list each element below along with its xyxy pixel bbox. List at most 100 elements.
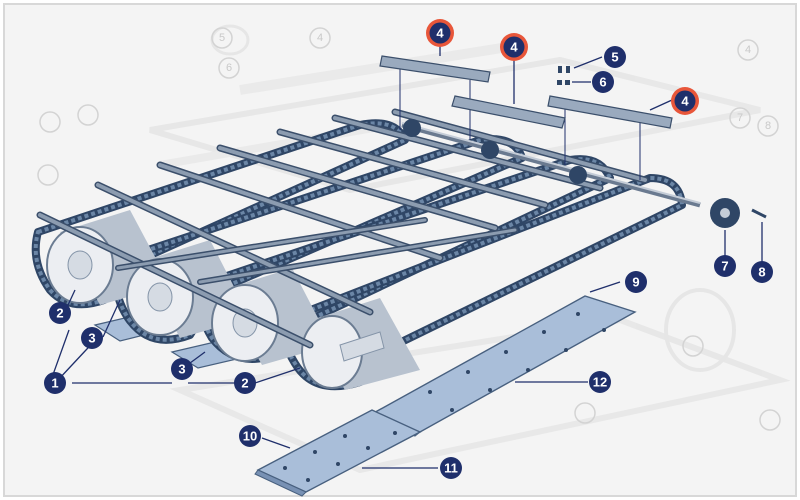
- ghost-circle: [39, 111, 61, 133]
- ghost-circle: [757, 115, 779, 137]
- hole: [564, 348, 568, 352]
- rail-middle: [451, 95, 566, 129]
- callout-number: 3: [88, 331, 95, 346]
- ghost-rail: [239, 40, 521, 95]
- ghost-circle: [218, 57, 240, 79]
- callout-disc: [589, 371, 611, 393]
- ghost-label: 5: [219, 32, 225, 44]
- callout-2: 2: [234, 372, 256, 394]
- hole: [428, 390, 432, 394]
- ghost-circle: [77, 104, 99, 126]
- callout-4: 4: [500, 33, 528, 61]
- callout-disc: [503, 36, 525, 58]
- chain-loop-3-inner: [196, 157, 613, 361]
- nut: [557, 80, 562, 85]
- callout-3: 3: [171, 358, 193, 380]
- wear-strips: [254, 295, 637, 497]
- callout-6: 6: [592, 71, 614, 93]
- callout-disc: [81, 327, 103, 349]
- slat: [158, 163, 442, 260]
- ghost-labels: 5 6 4 4 7 8: [37, 27, 781, 431]
- callout-number: 2: [241, 376, 248, 391]
- hole: [343, 434, 347, 438]
- nut: [565, 80, 570, 85]
- screw: [558, 66, 562, 73]
- strip-holes: [283, 312, 606, 482]
- callout-disc: [49, 302, 71, 324]
- leader-line: [649, 99, 673, 111]
- leader-line: [254, 367, 301, 384]
- callout-disc: [44, 372, 66, 394]
- sprocket-part: [710, 198, 740, 228]
- callout-number: 6: [599, 75, 606, 90]
- callout-11: 11: [440, 457, 462, 479]
- slat: [218, 146, 497, 230]
- callout-5: 5: [604, 46, 626, 68]
- hole: [504, 350, 508, 354]
- leader-line: [102, 299, 121, 338]
- slat: [333, 116, 602, 190]
- hole: [466, 370, 470, 374]
- ghost-circle: [211, 27, 233, 49]
- callout-12: 12: [589, 371, 611, 393]
- ghost-circle: [309, 27, 331, 49]
- drive-shaft: [401, 119, 701, 208]
- callout-disc: [751, 261, 773, 283]
- rail-right: [547, 95, 673, 129]
- callout-4: 4: [671, 87, 699, 115]
- callout-disc: [239, 425, 261, 447]
- ghost-circle: [729, 107, 751, 129]
- ghost-circle: [574, 402, 596, 424]
- shaft-bearing: [403, 119, 421, 137]
- callout-number: 5: [611, 50, 618, 65]
- hole: [542, 330, 546, 334]
- callout-number: 4: [681, 94, 689, 109]
- sprocket-hub: [720, 208, 730, 218]
- leader-line: [573, 56, 603, 69]
- callout-number: 3: [178, 362, 185, 377]
- callout-disc: [674, 90, 696, 112]
- roller-shaft: [339, 331, 385, 362]
- hole: [393, 431, 397, 435]
- slat: [116, 218, 427, 270]
- callout-number: 12: [593, 375, 607, 390]
- callout-1: 1: [44, 372, 66, 394]
- hole: [576, 312, 580, 316]
- hole: [336, 462, 340, 466]
- hole: [366, 446, 370, 450]
- ghost-sprocket: [664, 288, 736, 372]
- ghost-circle: [682, 335, 704, 357]
- callout-disc: [429, 22, 451, 44]
- hole: [450, 408, 454, 412]
- hole: [488, 388, 492, 392]
- shaft-bar-highlight: [401, 122, 701, 204]
- pin-body: [751, 208, 767, 219]
- callout-number: 8: [758, 265, 765, 280]
- pin-part: [751, 208, 767, 219]
- callout-number: 1: [51, 376, 58, 391]
- hole: [602, 328, 606, 332]
- roller-hub: [147, 282, 173, 312]
- callout-7: 7: [714, 255, 736, 277]
- callout-number: 10: [243, 429, 257, 444]
- callout-disc: [604, 46, 626, 68]
- ghost-circle: [37, 164, 59, 186]
- chain-loop-1-inner: [33, 121, 408, 307]
- ghost-frame-bottom: [169, 316, 791, 474]
- screw: [566, 66, 570, 73]
- rail-upper: [379, 55, 491, 83]
- callout-disc: [625, 271, 647, 293]
- roller-hub: [67, 250, 93, 280]
- hole: [313, 450, 317, 454]
- hole: [283, 466, 287, 470]
- callout-2: 2: [49, 302, 71, 324]
- callout-disc: [714, 255, 736, 277]
- callout-disc: [440, 457, 462, 479]
- callout-4: 4: [426, 19, 454, 47]
- ghost-label: 7: [737, 112, 743, 124]
- slat: [278, 130, 547, 207]
- callout-number: 4: [510, 40, 518, 55]
- leader-line: [261, 437, 291, 449]
